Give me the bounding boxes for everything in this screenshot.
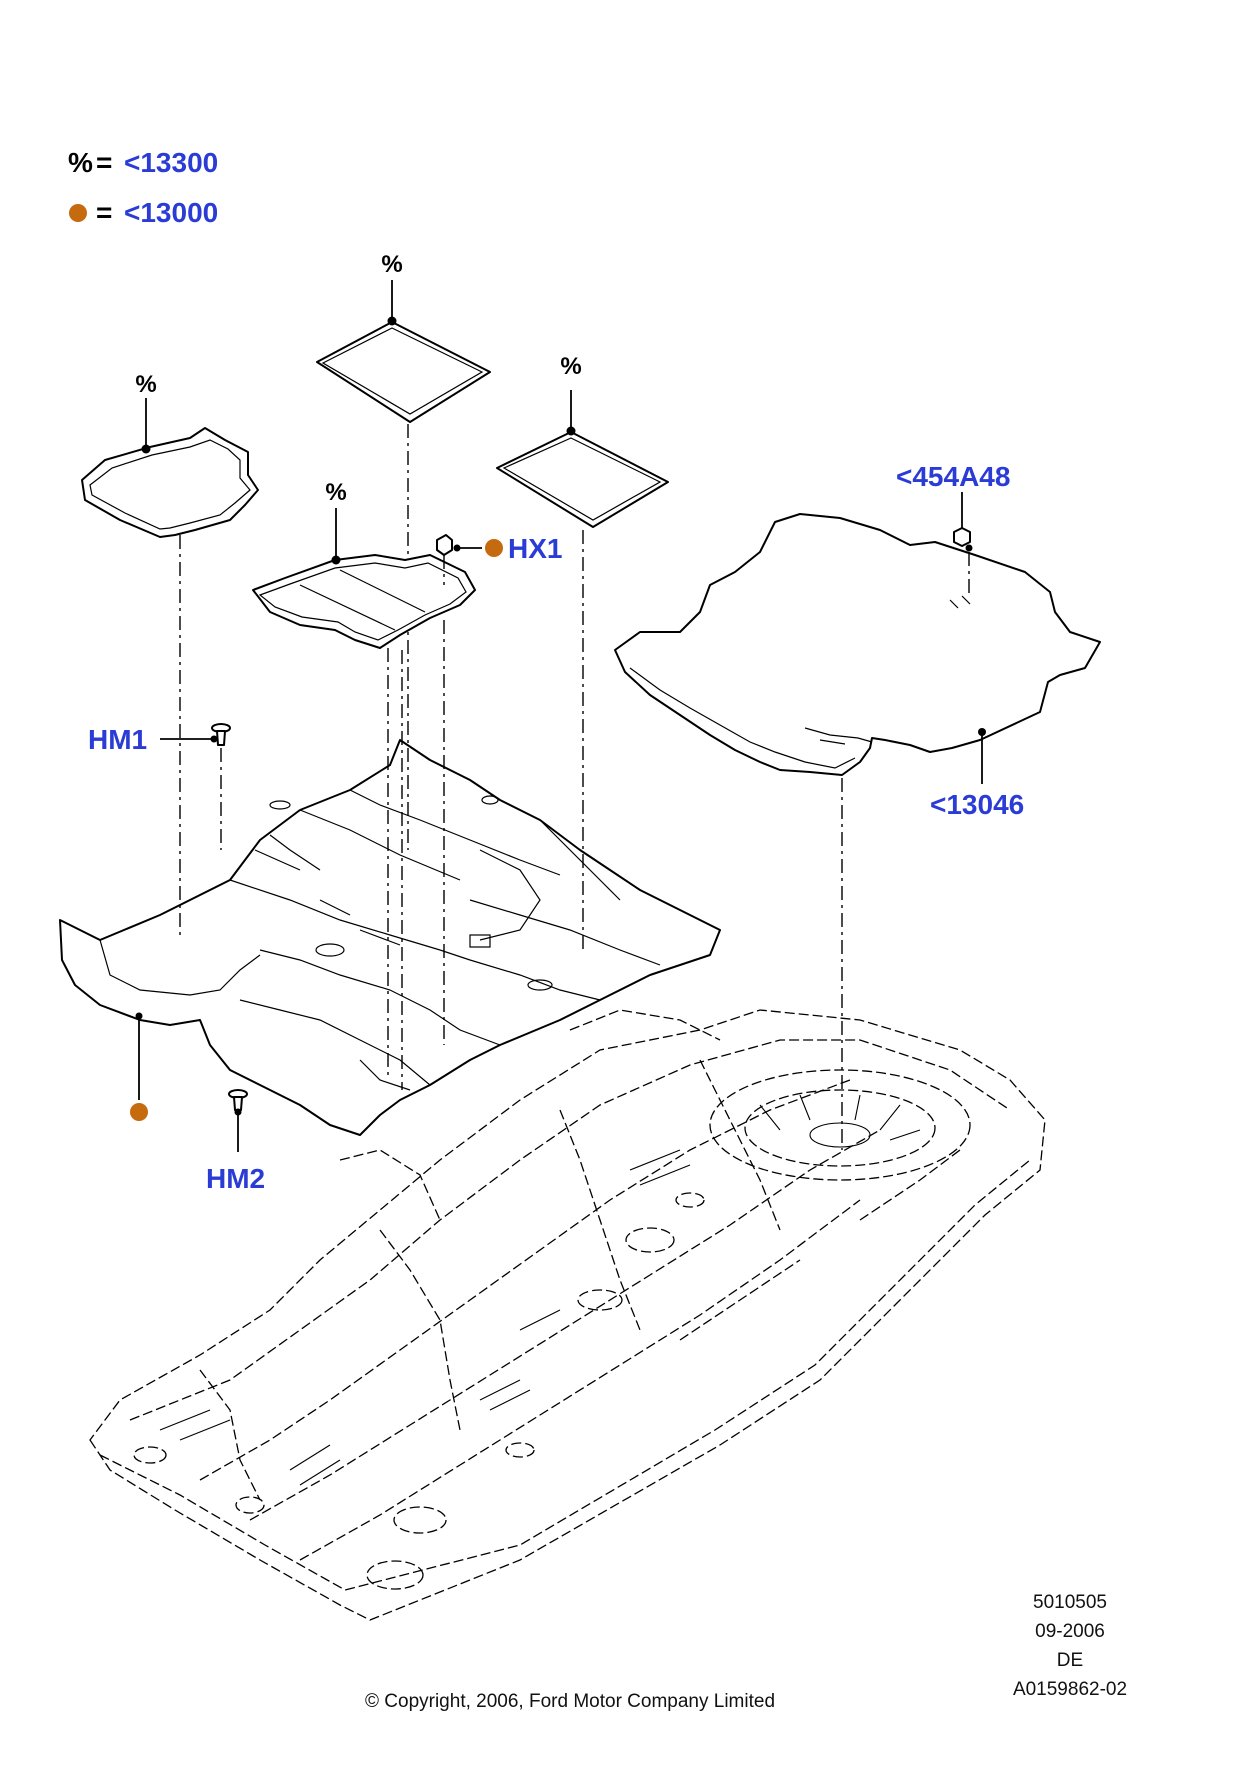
callout-hm1[interactable]: HM1 (88, 724, 147, 755)
loadspace-mat[interactable]: <13046 (614, 513, 1101, 1150)
callout-mat-front-right: % (381, 251, 402, 278)
legend-dot-icon (69, 204, 87, 222)
callout-hx1[interactable]: HX1 (508, 533, 562, 564)
callout-mat-rear-left: % (325, 479, 346, 506)
main-floor-carpet[interactable] (59, 739, 721, 1136)
hm1-fastener[interactable]: HM1 (88, 723, 231, 850)
loadspace-fastener[interactable]: <454A48 (896, 461, 1010, 595)
main-carpet-dot-icon (130, 1103, 148, 1121)
floor-mat-rear-right[interactable]: % (496, 353, 669, 950)
copyright-text: © Copyright, 2006, Ford Motor Company Li… (365, 1691, 775, 1712)
hm2-fastener[interactable]: HM2 (206, 1089, 265, 1194)
floor-mat-front-left[interactable]: % (81, 371, 259, 935)
legend-dot-ref[interactable]: <13000 (124, 197, 218, 228)
vehicle-floor-body (89, 1009, 1046, 1621)
legend-dot-equals: = (96, 197, 112, 228)
code-line-1: 5010505 (1033, 1592, 1107, 1613)
callout-loadspace-mat[interactable]: <13046 (930, 789, 1024, 820)
legend-percent-symbol: % (68, 147, 93, 178)
code-line-4: A0159862-02 (1013, 1679, 1127, 1700)
code-line-2: 09-2006 (1035, 1621, 1105, 1642)
legend-percent-ref[interactable]: <13300 (124, 147, 218, 178)
footer: © Copyright, 2006, Ford Motor Company Li… (365, 1592, 1127, 1712)
floor-mat-front-right[interactable]: % (316, 251, 491, 850)
floor-mat-rear-left[interactable]: % (252, 479, 476, 1090)
main-carpet-callout (130, 1012, 148, 1121)
legend-percent-equals: = (96, 147, 112, 178)
hx1-dot-icon (485, 539, 503, 557)
callout-mat-rear-right: % (560, 353, 581, 380)
hx1-retainer[interactable]: HX1 (436, 533, 562, 1045)
callout-hm2[interactable]: HM2 (206, 1163, 265, 1194)
callout-loadspace-fastener[interactable]: <454A48 (896, 461, 1010, 492)
legend: % = <13300 = <13000 (68, 147, 218, 228)
code-line-3: DE (1057, 1650, 1083, 1671)
callout-mat-front-left: % (135, 371, 156, 398)
